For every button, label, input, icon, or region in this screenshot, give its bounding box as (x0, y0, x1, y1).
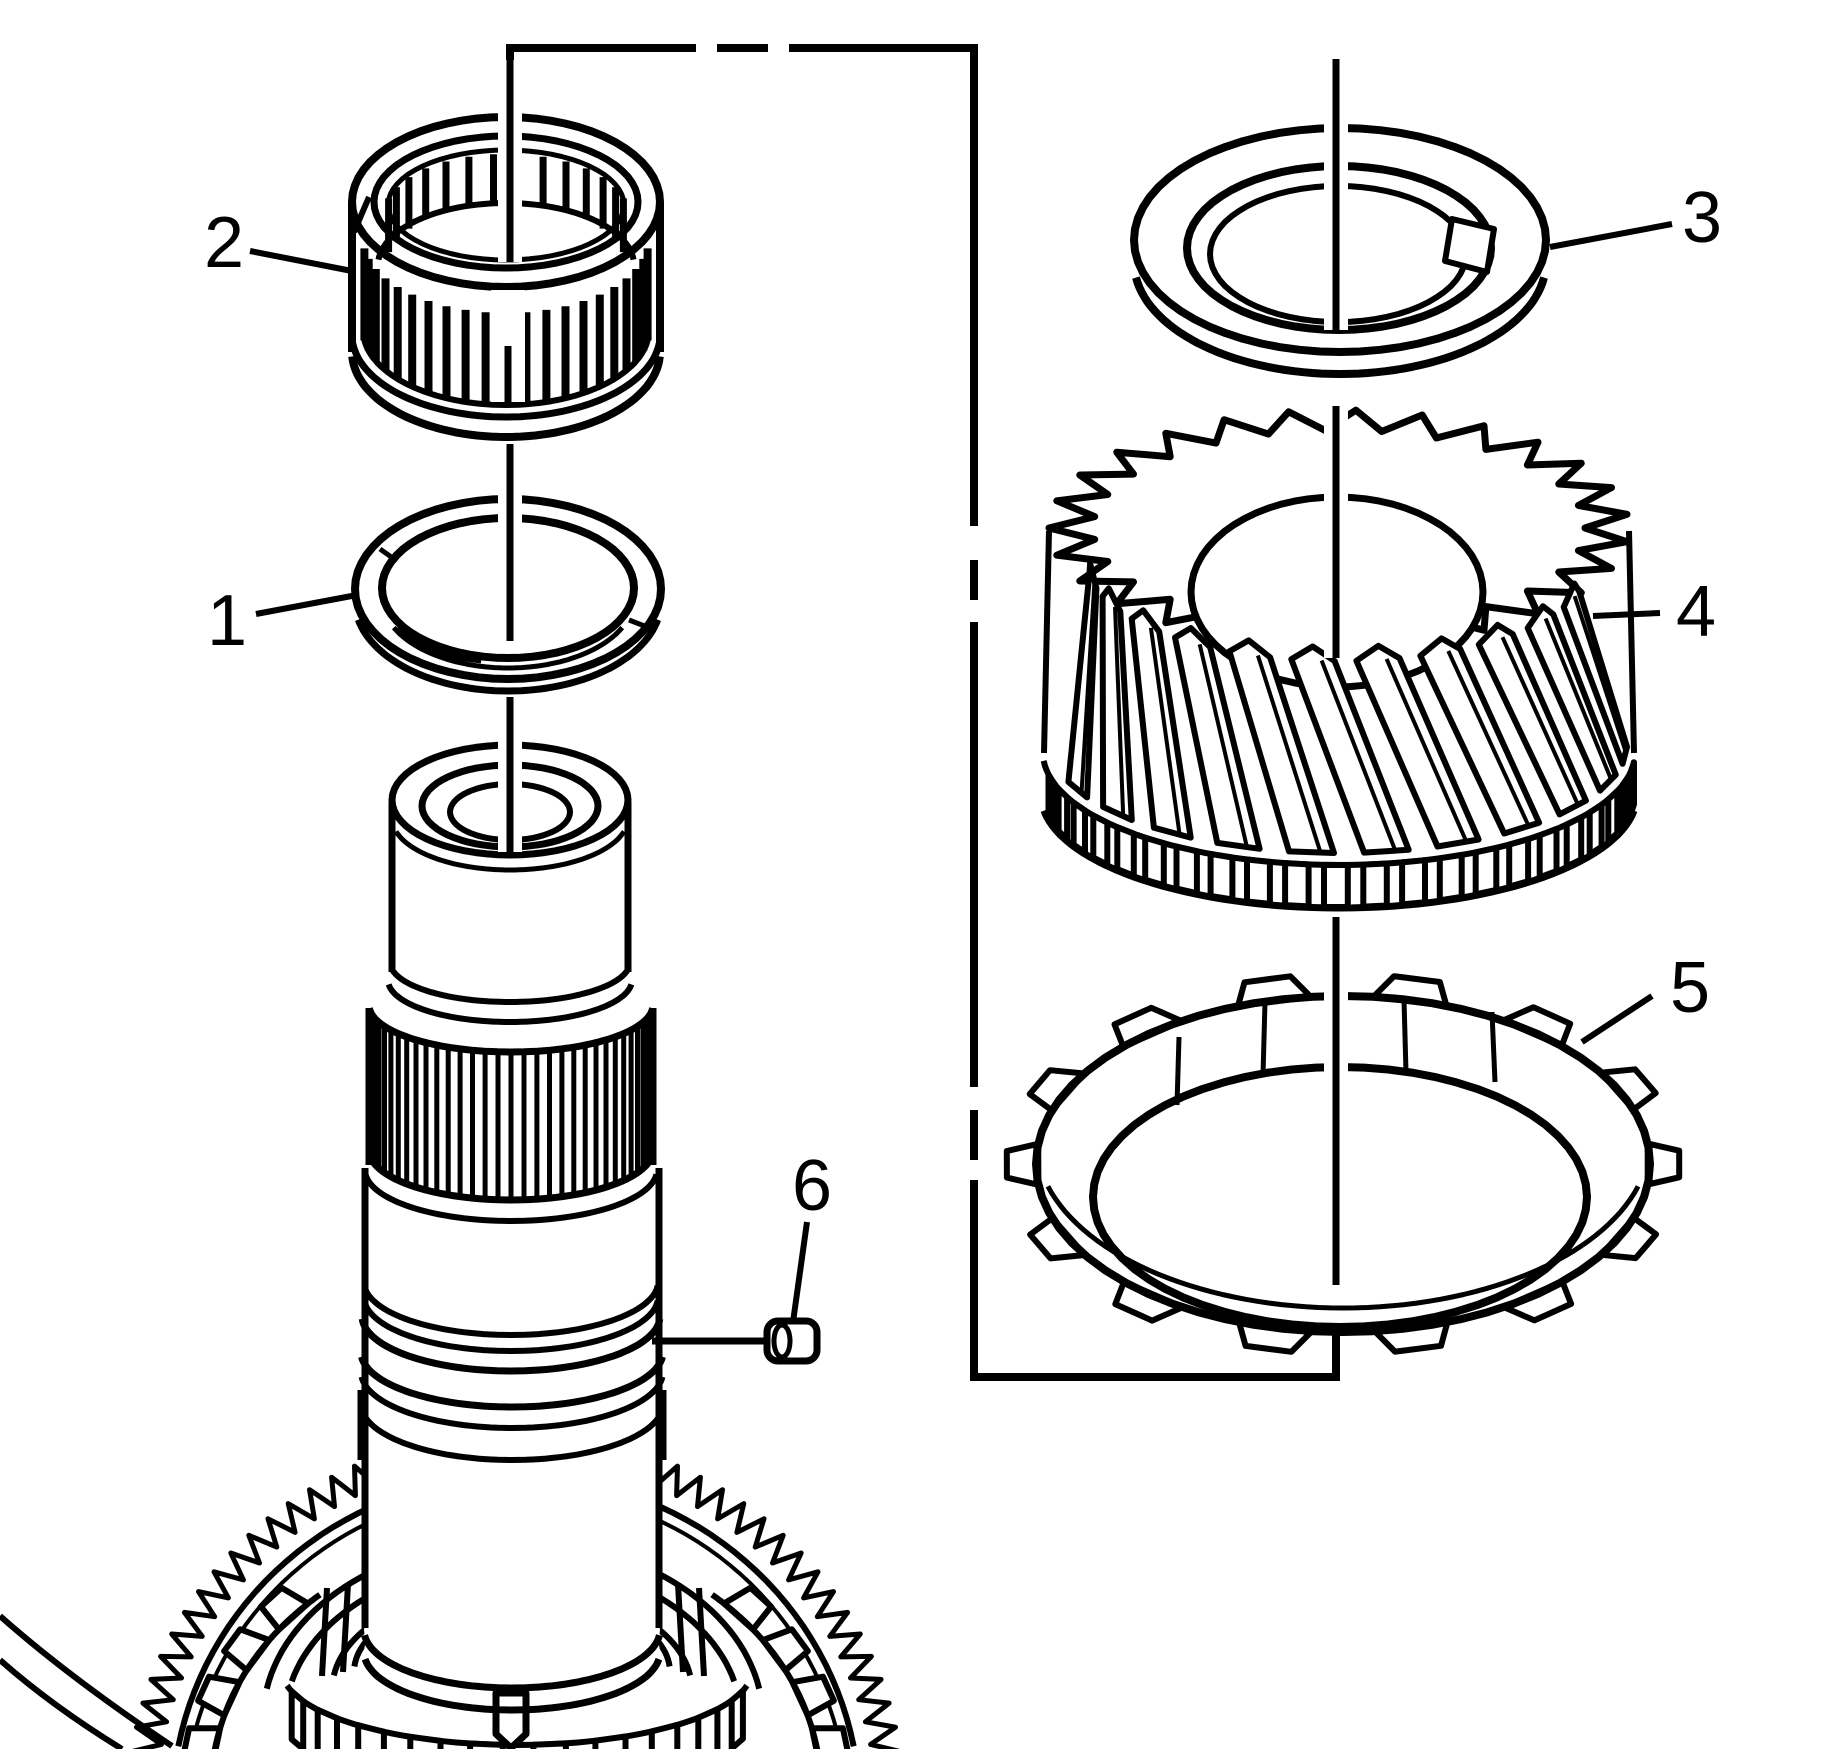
leader-line-2 (249, 248, 353, 274)
leader-line-3 (1549, 221, 1673, 250)
roll-pin (652, 1317, 821, 1365)
leader-line-6 (790, 1221, 810, 1323)
snap-ring (351, 495, 665, 695)
callout-needle-bearing-cage: 2 (204, 203, 244, 283)
centerlines (498, 59, 1348, 1285)
callout-roll-pin: 6 (792, 1146, 832, 1226)
connector-bracket (506, 44, 1340, 1381)
leader-line-1 (255, 592, 358, 617)
callout-thrust-washer: 3 (1682, 178, 1722, 258)
callout-helical-gear: 4 (1676, 572, 1716, 652)
diagram-geometry (0, 44, 1683, 1749)
output-shaft (357, 741, 667, 1749)
callout-labels: 1 2 3 4 5 6 (204, 178, 1722, 1323)
leader-line-4 (1592, 610, 1661, 619)
thrust-washer (1130, 124, 1550, 378)
leader-line-5 (1580, 993, 1654, 1045)
callout-snap-ring: 1 (207, 581, 247, 661)
callout-synchronizer-ring: 5 (1670, 948, 1710, 1028)
helical-gear (1040, 406, 1638, 912)
synchronizer-ring (1003, 973, 1683, 1355)
